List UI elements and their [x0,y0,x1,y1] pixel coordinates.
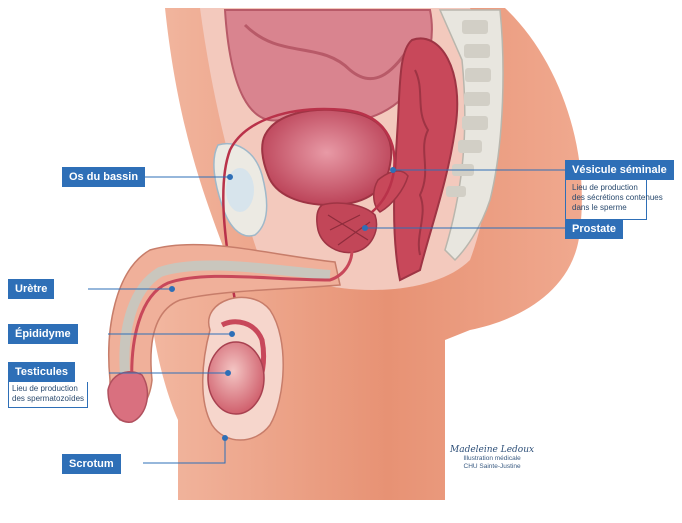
illustrator-signature: Madeleine Ledoux [450,445,535,455]
label-scrotum: Scrotum [62,454,121,474]
label-uretre: Urètre [8,279,55,299]
credit-line-1: Illustration médicale [463,455,521,462]
bladder [261,108,393,207]
testis [207,341,265,415]
vertebrae [446,20,491,197]
label-vesicule-seminale: Vésicule séminale [565,160,674,180]
prostate [316,202,378,254]
intestine-fold [243,23,417,81]
illustrator-credit: Madeleine Ledoux Illustration médicale C… [450,445,534,471]
credit-line-2: CHU Sainte-Justine [463,463,521,470]
vas-deferens [222,107,396,331]
corpus-tissue [119,260,331,376]
label-testicules: Testicules [8,362,75,382]
label-prostate: Prostate [565,219,624,239]
leader-lines [88,167,565,464]
urethra [130,249,354,386]
label-epididyme: Épididyme [8,324,78,344]
glans [107,371,149,423]
desc-testicules: Lieu de production des spermatozoïdes [12,384,85,403]
pelvic-bone-highlight [226,168,254,212]
desc-vesicule-seminale: Lieu de production des sécrétions conten… [572,183,663,212]
testicules-desc-frame [8,382,88,408]
label-os-du-bassin: Os du bassin [62,167,146,187]
rectum-folds [414,69,430,256]
